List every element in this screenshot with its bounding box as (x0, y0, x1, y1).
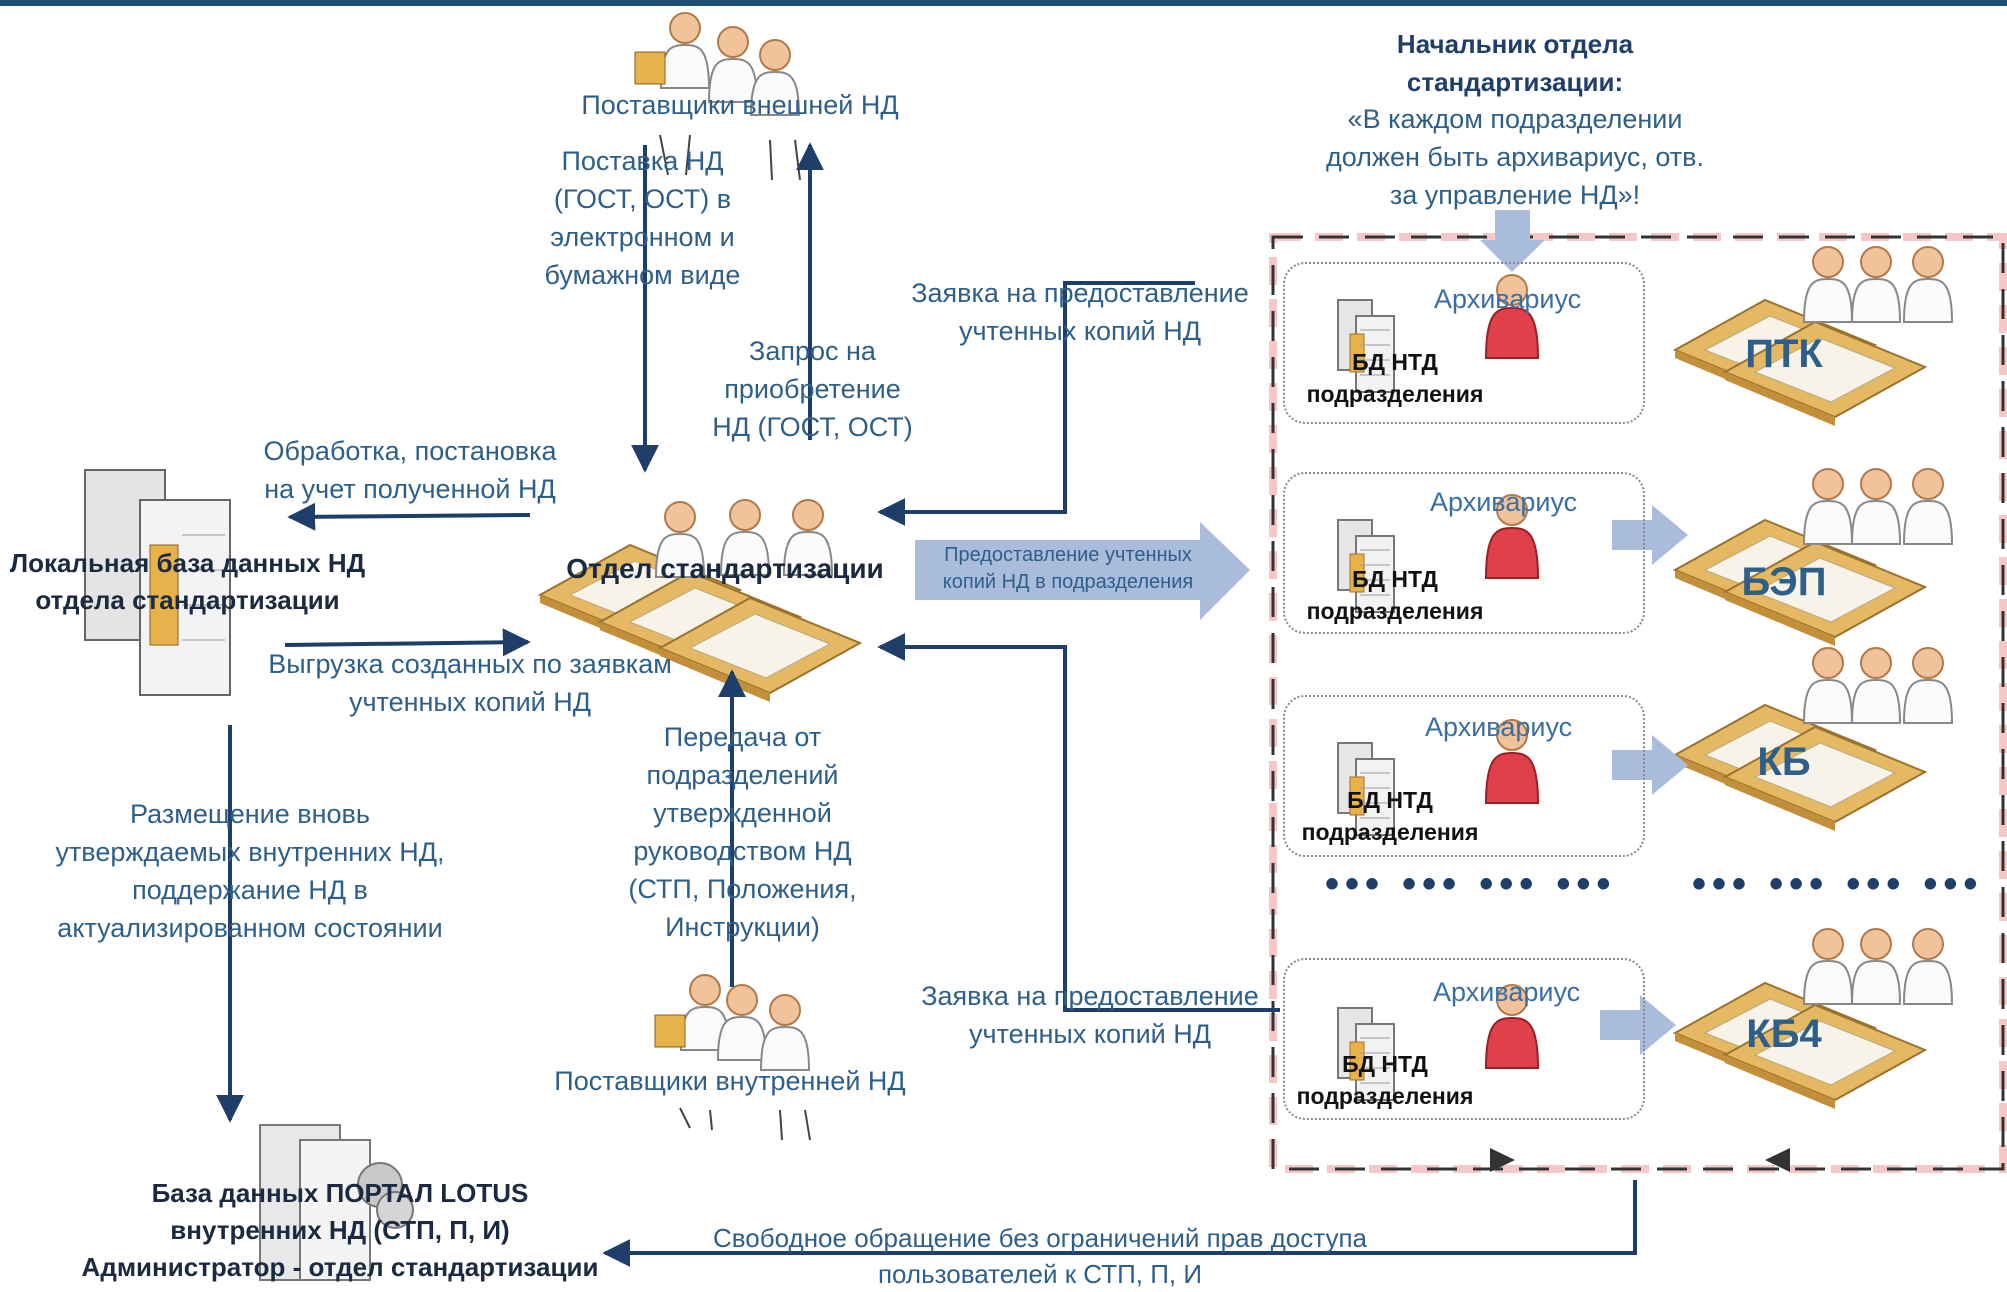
archivist-label-kb4: Архивариус (1433, 977, 1581, 1007)
archivist-label-kb: Архивариус (1425, 712, 1573, 742)
unit-box-ptk (1283, 262, 1645, 424)
supply-nd-label: Поставка НД (ГОСТ, ОСТ) в электронном и … (544, 146, 741, 290)
dept-label-ptk: ПТК (1745, 332, 1823, 376)
dept-label-bep: БЭП (1741, 560, 1827, 604)
request-top-label: Заявка на предоставление учтенных копий … (911, 278, 1249, 346)
free-access-label: Свободное обращение без ограничений прав… (712, 1223, 1368, 1289)
db-label-kb: БД НТД подразделения (1301, 787, 1479, 845)
connector-arrows (216, 142, 1637, 1267)
export-copies-label: Выгрузка созданных по заявкам учтенных к… (268, 649, 672, 717)
ellipsis-right: ••• ••• ••• ••• (1692, 862, 1984, 906)
request-bottom-label: Заявка на предоставление учтенных копий … (921, 981, 1259, 1049)
portal-label: База данных ПОРТАЛ LOTUS внутренних НД (… (81, 1178, 599, 1282)
archivist-label-ptk: Архивариус (1434, 284, 1582, 314)
external-suppliers-label: Поставщики внешней НД (581, 90, 899, 120)
processing-label: Обработка, постановка на учет полученной… (263, 436, 557, 504)
head-quote: «В каждом подразделении должен быть архи… (1325, 104, 1705, 210)
purchase-request-label: Запрос на приобретение НД (ГОСТ, ОСТ) (712, 336, 913, 442)
head-title: Начальник отдела стандартизации: (1396, 29, 1634, 97)
db-label-bep: БД НТД подразделения (1306, 566, 1484, 624)
archivist-label-bep: Архивариус (1430, 487, 1578, 517)
local-db-label: Локальная база данных НД отдела стандарт… (9, 548, 366, 615)
unit-box-kb4 (1283, 958, 1645, 1120)
dept-label-kb4: КБ4 (1746, 1012, 1822, 1056)
portal-server-picture (259, 1124, 414, 1281)
ellipsis-left: ••• ••• ••• ••• (1325, 862, 1617, 906)
unit-box-bep (1283, 472, 1645, 634)
local-db-server-picture (84, 469, 231, 696)
provide-block-arrow (915, 522, 1250, 620)
dept-label-kb: КБ (1757, 740, 1811, 784)
internal-suppliers-picture (654, 974, 811, 1141)
db-label-ptk: БД НТД подразделения (1306, 349, 1484, 407)
unit-block-arrows (915, 210, 1688, 1055)
db-label-kb4: БД НТД подразделения (1296, 1051, 1474, 1109)
internal-suppliers-label: Поставщики внутренней НД (554, 1066, 906, 1096)
transfer-label: Передача от подразделений утвержденной р… (628, 722, 857, 942)
provide-copies-label: Предоставление учтенных копий НД в подра… (942, 544, 1194, 593)
unit-box-kb (1283, 695, 1645, 857)
std-dept-label: Отдел стандартизации (566, 553, 884, 584)
external-suppliers-picture (634, 12, 801, 181)
placement-label: Размещение вновь утверждаемых внутренних… (55, 799, 445, 943)
top-rule (0, 0, 2007, 6)
